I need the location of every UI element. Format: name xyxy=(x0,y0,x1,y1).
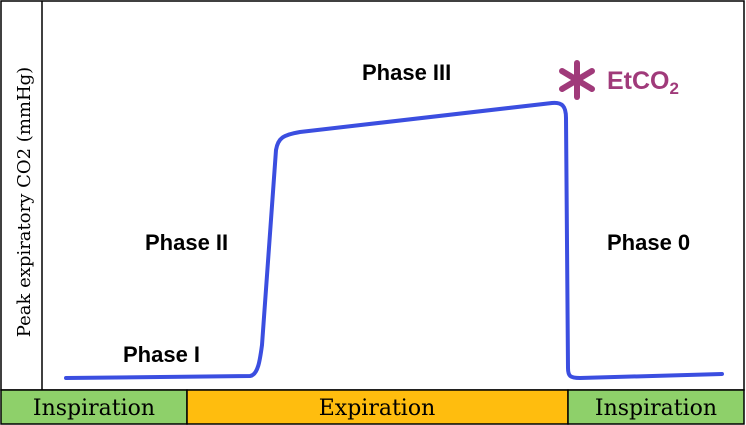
band-inspiration-right-label: Inspiration xyxy=(595,396,717,421)
plot-frame xyxy=(0,0,745,391)
etco2-marker: EtCO2 xyxy=(559,60,679,100)
phase-0-label: Phase 0 xyxy=(607,230,690,255)
band-inspiration-right xyxy=(567,389,745,425)
band-expiration xyxy=(186,389,569,425)
band-inspiration-left-label: Inspiration xyxy=(33,396,155,421)
y-axis-label: Peak expiratory CO2 (mmHg) xyxy=(14,67,35,337)
etco2-label: EtCO2 xyxy=(607,67,679,98)
etco2-label-main: EtCO xyxy=(607,67,670,95)
phase-1-label: Phase I xyxy=(123,342,200,367)
band-expiration-label: Expiration xyxy=(319,396,436,421)
phase-timeline-bar: Inspiration Expiration Inspiration xyxy=(0,389,745,425)
etco2-label-subscript: 2 xyxy=(670,79,679,98)
phase-2-label: Phase II xyxy=(145,230,228,255)
phase-3-label: Phase III xyxy=(362,60,451,85)
band-inspiration-left xyxy=(0,389,188,425)
capnogram-curve xyxy=(64,100,724,380)
asterisk-icon xyxy=(559,60,595,100)
